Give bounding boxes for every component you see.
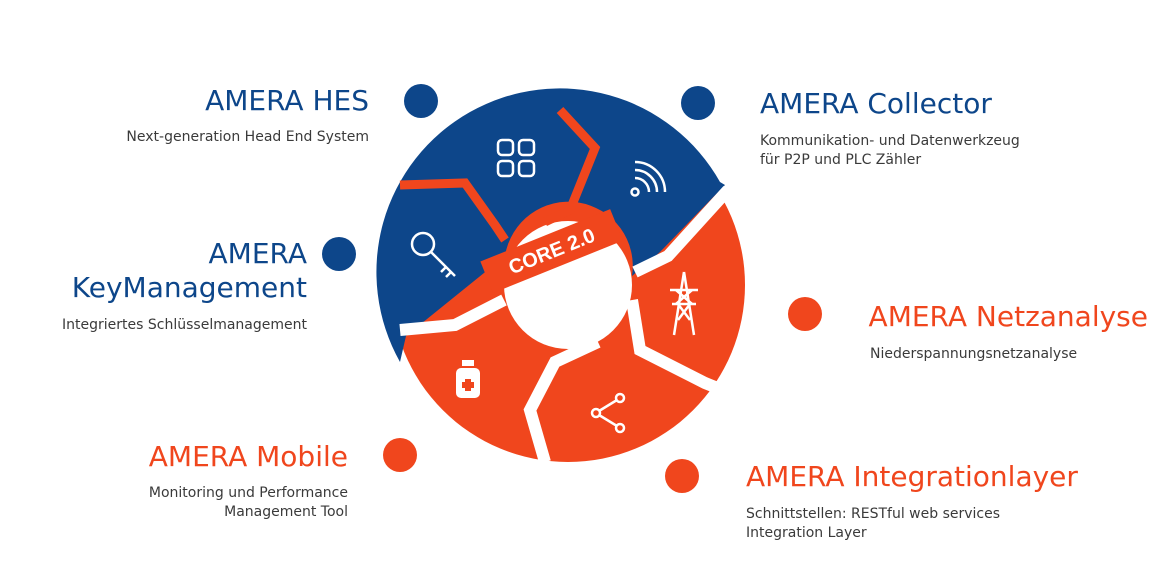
keymanagement-title-line: KeyManagement: [71, 271, 307, 304]
netzanalyse-description-line: Niederspannungsnetzanalyse: [870, 346, 1078, 362]
mobile-title: AMERA Mobile: [148, 440, 348, 473]
keymanagement-description-line: Integriertes Schlüsselmanagement: [62, 317, 307, 333]
netzanalyse-description: Niederspannungsnetzanalyse: [870, 345, 1077, 364]
hes-description-line: Next-generation Head End System: [126, 129, 369, 145]
collector-description-line: für P2P und PLC Zähler: [760, 152, 922, 168]
integrationlayer-description: Schnittstellen: RESTful web services Int…: [746, 505, 1000, 543]
keymanagement-title: AMERA KeyManagement: [72, 237, 307, 305]
mobile-dot: [383, 438, 417, 472]
collector-description: Kommunikation- und Datenwerkzeug für P2P…: [760, 132, 1020, 170]
keymanagement-title-line: AMERA: [208, 237, 307, 270]
wireless-signal-icon: [630, 160, 667, 197]
mobile-description-line: Management Tool: [224, 504, 348, 520]
keymanagement-description: Integriertes Schlüsselmanagement: [62, 316, 307, 335]
hes-description: Next-generation Head End System: [126, 128, 369, 147]
collector-dot: [681, 86, 715, 120]
hes-title: AMERA HES: [205, 84, 369, 117]
hes-dot: [404, 84, 438, 118]
collector-description-line: Kommunikation- und Datenwerkzeug: [760, 133, 1020, 149]
key-icon: [410, 231, 456, 278]
netzanalyse-dot: [788, 297, 822, 331]
mobile-description: Monitoring und Performance Management To…: [149, 484, 348, 522]
collector-title: AMERA Collector: [760, 87, 992, 120]
netzanalyse-title: AMERA Netzanalyse: [868, 300, 1148, 333]
power-pylon-icon: [670, 271, 698, 336]
integrationlayer-dot: [665, 459, 699, 493]
keymanagement-dot: [322, 237, 356, 271]
integrationlayer-description-line: Schnittstellen: RESTful web services: [746, 506, 1001, 522]
integrationlayer-description-line: Integration Layer: [746, 525, 867, 541]
apps-grid-icon: [496, 138, 536, 178]
mobile-description-line: Monitoring und Performance: [148, 485, 348, 501]
integrationlayer-title: AMERA Integrationlayer: [746, 460, 1078, 493]
share-icon: [590, 392, 626, 434]
medical-bottle-icon: [456, 360, 480, 398]
segment-blue: [376, 88, 725, 363]
